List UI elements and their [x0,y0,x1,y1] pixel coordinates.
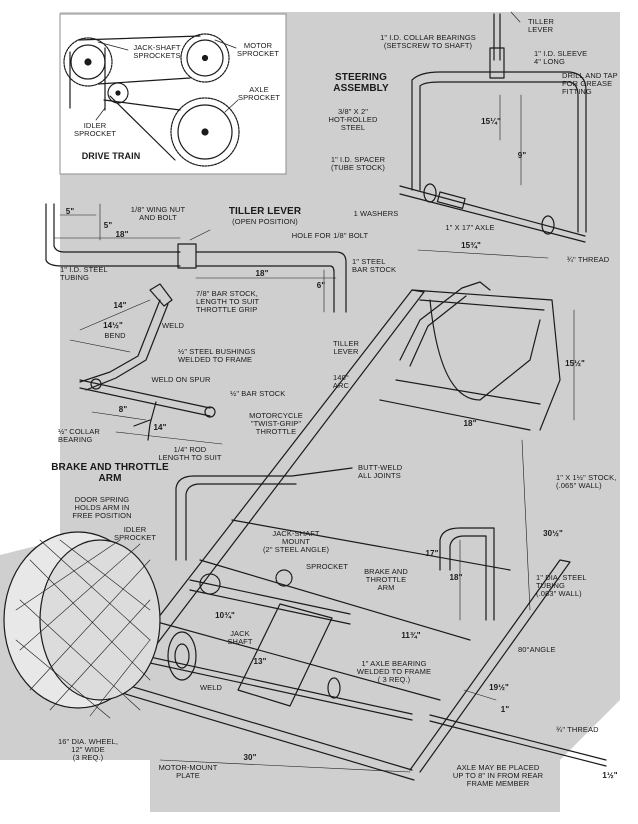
brake-throttle-sketch [69,283,223,445]
tiller-lever-top-label: TILLER LEVER [528,17,555,34]
tiller-dim-6: 6" [316,281,326,290]
angle-80-label: 80°ANGLE [518,645,556,654]
frame-dim-1-1-2: 1½" [602,771,618,780]
brake-throttle-title: BRAKE AND THROTTLE ARM [51,462,169,484]
weld-spur-label: WELD ON SPUR [151,375,211,384]
tiller-dim-5a: 5" [65,207,75,216]
frame-dim-18b: 18" [449,573,463,582]
hole-label: HOLE FOR 1/8" BOLT [291,231,369,240]
collar-bearing-label: ½" COLLAR BEARING [58,427,100,444]
moto-throttle-label: MOTORCYCLE "TWIST-GRIP" THROTTLE [249,411,303,436]
rear-wheel-sketch [3,531,161,719]
tiller-dim-18b: 18" [255,269,269,278]
kart-frame-sketch [109,249,607,781]
collar-bearings-label: 1" I.D. COLLAR BEARINGS (SETSCREW TO SHA… [380,33,476,50]
tiller-dim-18a: 18" [115,230,129,239]
brake-dim-14-5: 14½" [103,321,123,330]
steering-assembly-title: STEERING ASSEMBLY [333,72,389,94]
steering-assembly-sketch [399,11,587,243]
frame-dim-30: 30" [243,753,257,762]
wing-nut-label: 1/8" WING NUT AND BOLT [130,205,186,222]
butt-weld-label: BUTT-WELD ALL JOINTS [358,463,403,480]
door-spring-label: DOOR SPRING HOLDS ARM IN FREE POSITION [72,495,132,520]
steering-dim-15-1-4: 15¼" [481,117,501,126]
frame-tiller-lever-label: TILLER LEVER [332,339,360,356]
sleeve-label: 1" I.D. SLEEVE 4" LONG [534,49,588,66]
drill-tap-label: DRILL AND TAP FOR GREASE FITTING [562,71,618,96]
axle-sprocket-label: AXLE SPROCKET [237,85,281,102]
drive-train-sketch [63,33,240,167]
frame-dim-17: 17" [425,549,439,558]
frame-dim-19-1-2: 19½" [489,683,509,692]
frame-dim-30-1-2: 30½" [543,529,563,538]
frame-dim-15-3-4: 15¾" [461,241,481,250]
axle-bearing-label: 1" AXLE BEARING WELDED TO FRAME ( 3 REQ.… [356,659,432,684]
jack-shaft-sprockets-label: JACK-SHAFT SPROCKETS [133,43,181,60]
spacer-label: 1" I.D. SPACER (TUBE STOCK) [330,155,386,172]
bar-stock-78-label: 7/8" BAR STOCK, LENGTH TO SUIT THROTTLE … [196,289,260,314]
jack-shaft-label: JACK SHAFT [227,629,253,646]
frame-idler-sprocket-label: IDLER SPROCKET [113,525,157,542]
bar-stock-12-label: ½" BAR STOCK [230,389,286,398]
motor-plate-label: MOTOR-MOUNT PLATE [158,763,218,780]
frame-dim-11-3-4: 11¾" [401,631,421,640]
steering-dim-9: 9" [517,151,527,160]
stock-label: 1" x 1½" STOCK, (.065" WALL) [556,473,617,490]
wheel-label: 16" DIA. WHEEL, 12" WIDE (3 REQ.) [57,737,118,762]
washers-label: 1 WASHERS [353,209,399,218]
jack-mount-label: JACK-SHAFT MOUNT (2" STEEL ANGLE) [262,529,330,554]
bushings-label: ½" STEEL BUSHINGS WELDED TO FRAME [178,347,256,364]
idler-sprocket-label: IDLER SPROCKET [73,121,117,138]
frame-dim-18: 18" [463,419,477,428]
tiller-dim-5b: 5" [103,221,113,230]
motor-sprocket-label: MOTOR SPROCKET [236,41,280,58]
frame-dim-1: 1" [500,705,510,714]
axle-label: 1" x 17" AXLE [445,223,495,232]
axle-note-label: AXLE MAY BE PLACED UP TO 8" IN FROM REAR… [452,763,544,788]
dia-tubing-label: 1" DIA. STEEL TUBING (.083" WALL) [536,573,587,598]
frame-weld-label: WELD [199,683,223,692]
frame-dim-10-3-4: 10¾" [215,611,235,620]
brake-weld-label: WELD [161,321,185,330]
hot-rolled-label: 3/8" x 2" HOT-ROLLED STEEL [328,107,378,132]
brake-dim-14: 14" [113,301,127,310]
tiller-lever-subtitle: (OPEN POSITION) [232,217,298,226]
frame-dim-13: 13" [253,657,267,666]
tiller-lever-sketch [45,203,347,313]
frame-thread-label: ¾" THREAD [556,725,599,734]
bar-stock-label: 1" STEEL BAR STOCK [352,257,397,274]
rod-label: 1/4" ROD LENGTH TO SUIT [158,445,222,462]
sprocket-label: SPROCKET [306,562,349,571]
steel-tubing-label: 1" I.D. STEEL TUBING [60,265,108,282]
brake-dim-14b: 14" [153,423,167,432]
steering-thread-label: ¾" THREAD [566,255,610,264]
bend-label: BEND [104,331,126,340]
arc-label: 140° ARC [332,373,350,390]
drive-train-title: DRIVE TRAIN [81,151,141,161]
tiller-lever-title: TILLER LEVER [228,206,302,217]
frame-brake-arm-label: BRAKE AND THROTTLE ARM [364,567,408,592]
frame-dim-15-1-2: 15½" [565,359,585,368]
brake-dim-8: 8" [118,405,128,414]
